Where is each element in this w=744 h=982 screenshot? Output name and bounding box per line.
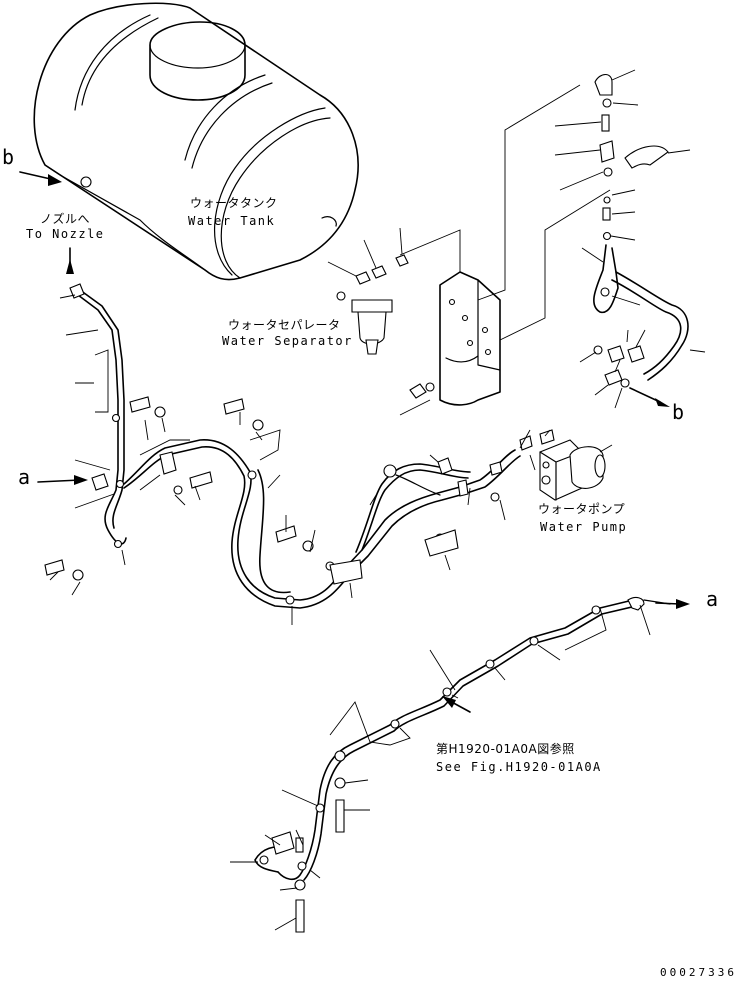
upper-hose-route — [44, 283, 551, 625]
marker-a-left: a — [18, 465, 31, 489]
water-separator-label-en: Water Separator — [222, 334, 353, 348]
water-tank-label-en: Water Tank — [188, 214, 276, 228]
water-tank — [33, 2, 359, 281]
nozzle-label-jp: ノズルへ — [40, 212, 91, 226]
fitting-stack — [554, 69, 706, 409]
reference-label-jp: 第H1920-01A0A図参照 — [436, 742, 575, 756]
bracket-fasteners — [409, 382, 435, 399]
marker-b-right: b — [672, 400, 685, 424]
water-separator — [327, 227, 409, 355]
marker-b-left: b — [2, 145, 15, 169]
water-separator-label-jp: ウォータセパレータ — [228, 318, 341, 332]
marker-a-right: a — [706, 587, 719, 611]
mounting-bracket — [399, 84, 611, 416]
water-tank-label-jp: ウォータタンク — [190, 196, 278, 210]
nozzle-label-en: To Nozzle — [26, 227, 105, 241]
lower-hose-route — [230, 596, 690, 933]
connection-arrows — [19, 171, 88, 485]
drawing-number: 00027336 — [660, 966, 737, 979]
water-pump — [519, 429, 613, 501]
water-pump-label-en: Water Pump — [540, 520, 628, 534]
water-pump-label-jp: ウォータポンプ — [538, 502, 626, 516]
reference-label-en: See Fig.H1920-01A0A — [436, 760, 602, 774]
